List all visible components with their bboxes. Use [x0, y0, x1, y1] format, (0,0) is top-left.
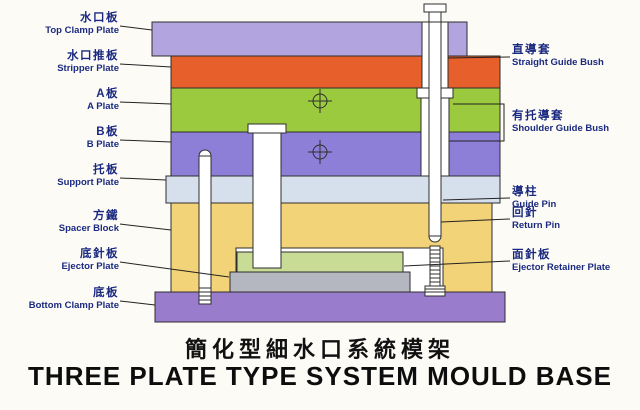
- ejector-plate-shape: [229, 271, 411, 293]
- label-shoulder-guide-bush-cn: 有托導套: [512, 110, 564, 122]
- label-guide-pin: 導柱 Guide Pin: [512, 186, 639, 211]
- label-guide-pin-en: Guide Pin: [512, 199, 557, 210]
- label-ejector-plate-en: Ejector Plate: [61, 261, 119, 272]
- label-shoulder-guide-bush: 有托導套 Shoulder Guide Bush: [512, 110, 639, 135]
- label-bottom-clamp-plate-cn: 底板: [93, 287, 119, 299]
- label-spacer-block-cn: 方鐵: [93, 210, 119, 222]
- label-ejector-plate: 底針板 Ejector Plate: [0, 248, 119, 273]
- label-straight-guide-bush: 直導套 Straight Guide Bush: [512, 44, 639, 69]
- label-b-plate-en: B Plate: [86, 139, 119, 150]
- label-stripper-plate-cn: 水口推板: [67, 50, 119, 62]
- b-plate-shape: [170, 131, 501, 177]
- label-guide-pin-cn: 導柱: [512, 186, 538, 198]
- label-a-plate: A板 A Plate: [0, 88, 119, 113]
- return-pin-flange: [424, 285, 446, 297]
- support-pillar-shape: [247, 123, 287, 269]
- label-top-clamp-plate-en: Top Clamp Plate: [45, 25, 119, 36]
- guide-pin-cap: [423, 3, 447, 13]
- label-straight-guide-bush-en: Straight Guide Bush: [512, 57, 604, 68]
- title-chinese: 簡化型細水口系統模架: [184, 337, 455, 362]
- label-ejector-retainer-plate-en: Ejector Retainer Plate: [512, 262, 611, 273]
- label-b-plate-cn: B板: [96, 126, 119, 138]
- label-return-pin-en: Return Pin: [512, 220, 561, 231]
- label-spacer-block: 方鐵 Spacer Block: [0, 210, 119, 235]
- label-top-clamp-plate: 水口板 Top Clamp Plate: [0, 12, 119, 37]
- label-top-clamp-plate-cn: 水口板: [80, 12, 119, 24]
- left-puller-pin-shape: [198, 149, 212, 305]
- label-support-plate-en: Support Plate: [57, 177, 119, 188]
- top-clamp-plate-shape: [151, 21, 468, 57]
- label-stripper-plate-en: Stripper Plate: [57, 63, 119, 74]
- label-ejector-retainer-plate: 面針板 Ejector Retainer Plate: [512, 249, 639, 274]
- label-a-plate-en: A Plate: [87, 101, 119, 112]
- title-english: THREE PLATE TYPE SYSTEM MOULD BASE: [28, 361, 612, 391]
- label-bottom-clamp-plate: 底板 Bottom Clamp Plate: [0, 287, 119, 312]
- label-support-plate: 托板 Support Plate: [0, 164, 119, 189]
- guide-pin-shape: [428, 21, 442, 237]
- label-support-plate-cn: 托板: [93, 164, 119, 176]
- label-stripper-plate: 水口推板 Stripper Plate: [0, 50, 119, 75]
- stripper-plate-shape: [170, 55, 501, 89]
- label-b-plate: B板 B Plate: [0, 126, 119, 151]
- leader-lines: [119, 25, 511, 306]
- guide-assembly-shape: [416, 3, 454, 297]
- label-return-pin: 回針 Return Pin: [512, 207, 639, 232]
- label-shoulder-guide-bush-en: Shoulder Guide Bush: [512, 123, 610, 134]
- bottom-clamp-plate-shape: [154, 291, 506, 323]
- label-ejector-retainer-plate-cn: 面針板: [512, 249, 551, 261]
- label-bottom-clamp-plate-en: Bottom Clamp Plate: [28, 300, 119, 311]
- label-spacer-block-en: Spacer Block: [58, 223, 119, 234]
- label-a-plate-cn: A板: [96, 88, 119, 100]
- label-return-pin-cn: 回針: [512, 207, 538, 219]
- screw-crosshair-icons: [308, 89, 332, 164]
- label-ejector-plate-cn: 底針板: [80, 248, 119, 260]
- support-plate-shape: [165, 175, 501, 204]
- label-straight-guide-bush-cn: 直導套: [512, 44, 551, 56]
